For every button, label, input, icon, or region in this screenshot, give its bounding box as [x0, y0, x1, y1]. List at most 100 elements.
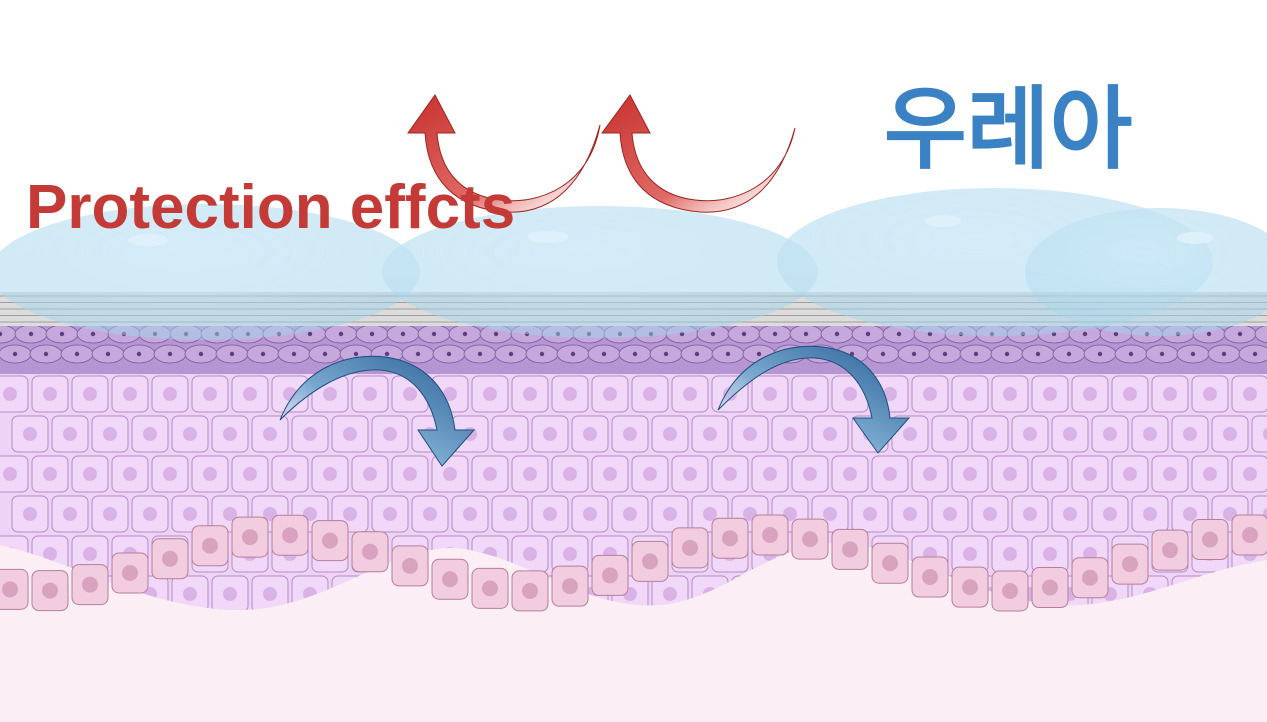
cell-nucleus	[1083, 387, 1097, 401]
cell-nucleus	[163, 387, 177, 401]
basal-cell	[391, 545, 429, 587]
granule	[694, 351, 700, 357]
granule	[756, 351, 762, 357]
granule	[167, 351, 173, 357]
cell-nucleus	[403, 387, 417, 401]
cell-nucleus	[983, 427, 997, 441]
cell-nucleus	[963, 547, 977, 561]
cell-nucleus	[623, 507, 637, 521]
cell-nucleus	[483, 387, 497, 401]
granule	[508, 351, 514, 357]
cell-nucleus	[623, 427, 637, 441]
granule	[973, 351, 979, 357]
cell-nucleus	[1163, 387, 1177, 401]
granule	[12, 351, 18, 357]
basal-cell	[151, 538, 189, 580]
epidermis	[0, 330, 1267, 610]
cell-nucleus	[343, 427, 357, 441]
granule	[1082, 331, 1088, 337]
cell-nucleus	[1023, 427, 1037, 441]
curved-down-arrow-icon	[279, 355, 476, 467]
cell-nucleus	[503, 507, 517, 521]
granule	[1128, 351, 1134, 357]
cell-nucleus	[823, 427, 837, 441]
cell-nucleus	[1043, 467, 1057, 481]
granule	[400, 331, 406, 337]
granule	[1190, 351, 1196, 357]
cell-nucleus	[183, 587, 197, 601]
basal-cell	[711, 517, 749, 559]
cell-nucleus	[563, 547, 577, 561]
cell-nucleus	[83, 547, 97, 561]
basal-cell	[0, 568, 29, 610]
basal-cell	[71, 564, 109, 606]
cell-nucleus	[323, 387, 337, 401]
basal-cell	[311, 520, 349, 562]
cell-nucleus	[703, 427, 717, 441]
granule	[1159, 351, 1165, 357]
basal-cell-layer	[0, 514, 1267, 612]
granule	[1113, 331, 1119, 337]
cell-nucleus	[123, 467, 137, 481]
cell-nucleus	[243, 387, 257, 401]
cell-nucleus	[343, 507, 357, 521]
granule	[307, 331, 313, 337]
protection-effects-label: Protection effcts	[26, 173, 516, 242]
basal-cell	[351, 531, 389, 573]
cell-nucleus	[483, 467, 497, 481]
cell-nucleus	[123, 387, 137, 401]
granule	[229, 351, 235, 357]
granule	[1237, 331, 1243, 337]
basal-cell	[191, 525, 229, 567]
cell-nucleus	[463, 507, 477, 521]
basal-cell	[1191, 519, 1229, 561]
granule	[493, 331, 499, 337]
cell-nucleus	[523, 467, 537, 481]
cell-nucleus	[363, 467, 377, 481]
curved-up-arrow-icon	[407, 94, 601, 213]
cell-nucleus	[883, 387, 897, 401]
spinous-cell	[1251, 415, 1267, 453]
cell-nucleus	[443, 467, 457, 481]
curved-down-arrow-icon	[717, 345, 911, 454]
cell-nucleus	[1143, 507, 1157, 521]
cell-nucleus	[403, 467, 417, 481]
basal-cell	[471, 567, 509, 609]
cell-nucleus	[63, 507, 77, 521]
basal-cell	[791, 518, 829, 560]
basal-cell	[751, 514, 789, 556]
granule	[865, 331, 871, 337]
cell-nucleus	[1063, 427, 1077, 441]
granular-cell	[1254, 324, 1267, 344]
cell-nucleus	[1003, 547, 1017, 561]
granule	[322, 351, 328, 357]
basal-cell	[631, 540, 669, 582]
cell-nucleus	[1223, 427, 1237, 441]
cell-nucleus	[883, 467, 897, 481]
cell-nucleus	[323, 467, 337, 481]
granule	[369, 331, 375, 337]
cell-nucleus	[143, 507, 157, 521]
cell-nucleus	[663, 587, 677, 601]
granule	[43, 351, 49, 357]
granule	[803, 331, 809, 337]
cell-nucleus	[803, 467, 817, 481]
cell-nucleus	[543, 507, 557, 521]
cell-nucleus	[1043, 547, 1057, 561]
cell-nucleus	[1063, 507, 1077, 521]
granule	[663, 351, 669, 357]
cell-nucleus	[943, 427, 957, 441]
granule	[0, 331, 3, 337]
cell-nucleus	[863, 507, 877, 521]
cell-nucleus	[1043, 387, 1057, 401]
cell-nucleus	[283, 467, 297, 481]
granule	[772, 331, 778, 337]
cell-nucleus	[1143, 427, 1157, 441]
cell-nucleus	[1183, 427, 1197, 441]
cell-nucleus	[963, 467, 977, 481]
cell-nucleus	[263, 587, 277, 601]
cell-nucleus	[1103, 507, 1117, 521]
basal-cell	[111, 552, 149, 594]
basal-cell	[231, 516, 269, 558]
cell-nucleus	[763, 467, 777, 481]
